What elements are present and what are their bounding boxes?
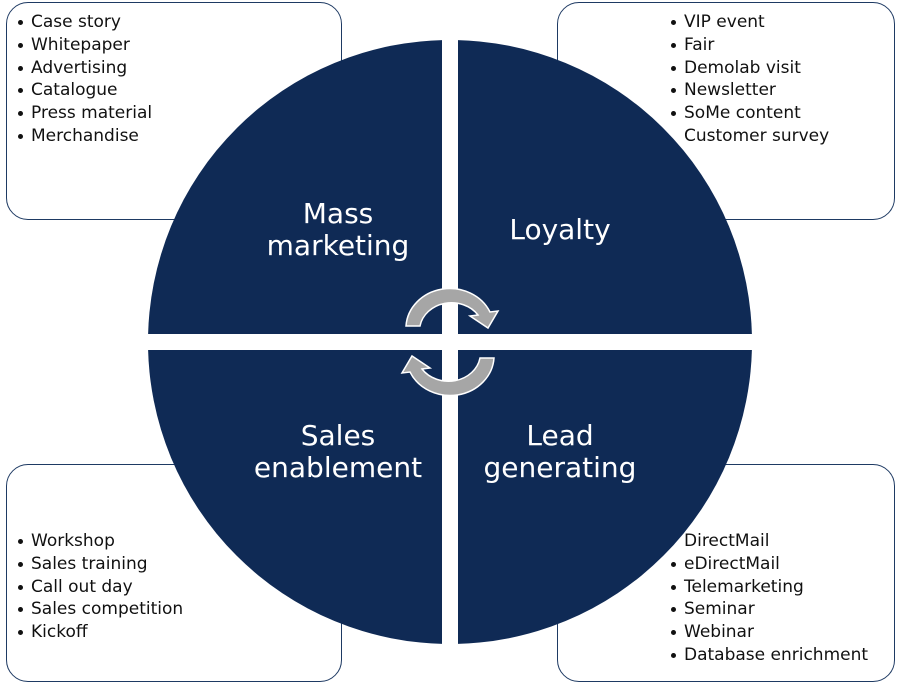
list-item: Press material: [18, 102, 152, 125]
list-item: Workshop: [18, 530, 183, 553]
list-item: SoMe content: [671, 102, 829, 125]
curved-arrow-clockwise-icon: [405, 287, 500, 330]
list-item: eDirectMail: [671, 553, 868, 576]
lead-generating-label-line: generating: [483, 451, 637, 484]
list-item: DirectMail: [684, 531, 770, 551]
list-item: VIP event: [671, 11, 829, 34]
list-item: Webinar: [671, 621, 868, 644]
list-item: Advertising: [18, 57, 152, 80]
quadrant-sales-enablement: [148, 350, 442, 644]
list-item: Call out day: [18, 576, 183, 599]
list-item: Fair: [671, 34, 829, 57]
loyalty-label-line: Loyalty: [509, 213, 611, 246]
quadrant-lead-generating: [458, 350, 752, 644]
loyalty-label: Loyalty: [440, 214, 680, 246]
list-item: Merchandise: [18, 125, 152, 148]
quadrant-loyalty: [458, 40, 752, 334]
mass-marketing-label-line: marketing: [266, 229, 410, 262]
list-item: Telemarketing: [671, 576, 868, 599]
list-item: Whitepaper: [18, 34, 152, 57]
list-item: Database enrichment: [671, 644, 868, 667]
quadrant-mass-marketing: [148, 40, 442, 334]
lead-generating-label-line: Lead: [526, 419, 594, 452]
mass-marketing-label-line: Mass: [302, 197, 374, 230]
list-item: Catalogue: [18, 79, 152, 102]
list-item: Kickoff: [18, 621, 183, 644]
curved-arrow-counterclockwise-icon: [400, 354, 495, 397]
list-item: Customer survey: [684, 125, 830, 146]
sales-enablement-label-line: enablement: [253, 451, 423, 484]
list-item: Sales competition: [18, 598, 183, 621]
sales-enablement-label-line: Sales: [300, 419, 376, 452]
list-item: Sales training: [18, 553, 183, 576]
list-item: Seminar: [671, 598, 868, 621]
list-item: Newsletter: [671, 79, 829, 102]
list-item: Demolab visit: [671, 57, 829, 80]
list-item: Case story: [18, 11, 152, 34]
